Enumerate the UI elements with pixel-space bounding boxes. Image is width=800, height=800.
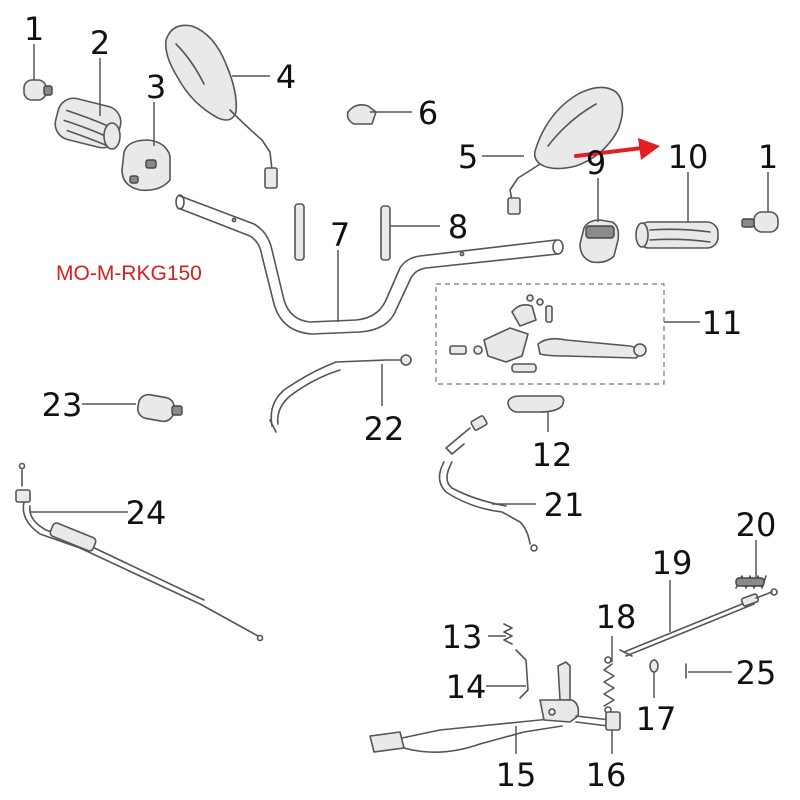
part-16-bolt — [575, 711, 621, 731]
callout-24: 24 — [126, 494, 167, 532]
callout-13: 13 — [442, 618, 483, 656]
part-21-clutch-cable — [438, 415, 538, 552]
callout-15: 15 — [496, 756, 537, 794]
callout-17: 17 — [636, 700, 677, 738]
callout-25: 25 — [736, 654, 777, 692]
part-9-throttle-housing — [579, 219, 620, 264]
callout-19: 19 — [652, 544, 693, 582]
part-22-cable — [269, 354, 412, 433]
callout-1-left: 1 — [24, 10, 44, 48]
leader-lines — [30, 44, 769, 754]
part-8-bolts — [294, 203, 391, 261]
callout-20: 20 — [736, 506, 777, 544]
part-20-spring — [735, 575, 767, 589]
callout-4: 4 — [276, 58, 296, 96]
part-15-brake-pedal — [369, 661, 580, 753]
part-23-bar-end-weight — [136, 393, 183, 423]
callout-11: 11 — [702, 304, 743, 342]
part-2-left-grip — [54, 97, 122, 150]
callout-14: 14 — [446, 668, 487, 706]
callout-9: 9 — [586, 144, 606, 182]
model-code: MO-M-RKG150 — [56, 262, 202, 285]
callout-22: 22 — [364, 410, 405, 448]
part-18-spring — [603, 656, 615, 714]
callout-18: 18 — [596, 598, 637, 636]
callout-1-right: 1 — [758, 138, 778, 176]
part-11-brake-lever-assembly — [435, 283, 665, 385]
callout-7: 7 — [330, 216, 350, 254]
part-19-brake-rod — [619, 588, 778, 657]
part-1-right-bar-end — [741, 211, 779, 233]
callout-8: 8 — [448, 208, 468, 246]
callout-3: 3 — [146, 68, 166, 106]
part-13-spring — [503, 623, 513, 645]
part-14-rod — [515, 649, 529, 699]
part-10-right-grip — [635, 221, 719, 249]
callout-10: 10 — [668, 138, 709, 176]
part-24-throttle-cable — [15, 462, 264, 642]
callout-6: 6 — [418, 94, 438, 132]
callout-numbers: 1 2 3 4 6 5 9 10 1 7 8 11 23 22 12 21 24… — [24, 10, 778, 794]
callout-2: 2 — [90, 24, 110, 62]
part-7-handlebar — [175, 194, 564, 335]
part-12-lever-boot — [507, 395, 565, 413]
part-3-left-switch — [121, 139, 171, 192]
callout-21: 21 — [544, 486, 585, 524]
part-4-left-mirror — [164, 24, 278, 189]
part-5-right-mirror — [507, 86, 624, 215]
callout-5: 5 — [458, 138, 478, 176]
part-6-clamp — [346, 104, 377, 125]
callout-12: 12 — [532, 436, 573, 474]
callout-23: 23 — [42, 386, 83, 424]
part-17-washer — [649, 659, 659, 673]
red-arrow-icon — [574, 138, 660, 160]
part-1-left-bar-end — [23, 79, 53, 101]
callout-16: 16 — [586, 756, 627, 794]
